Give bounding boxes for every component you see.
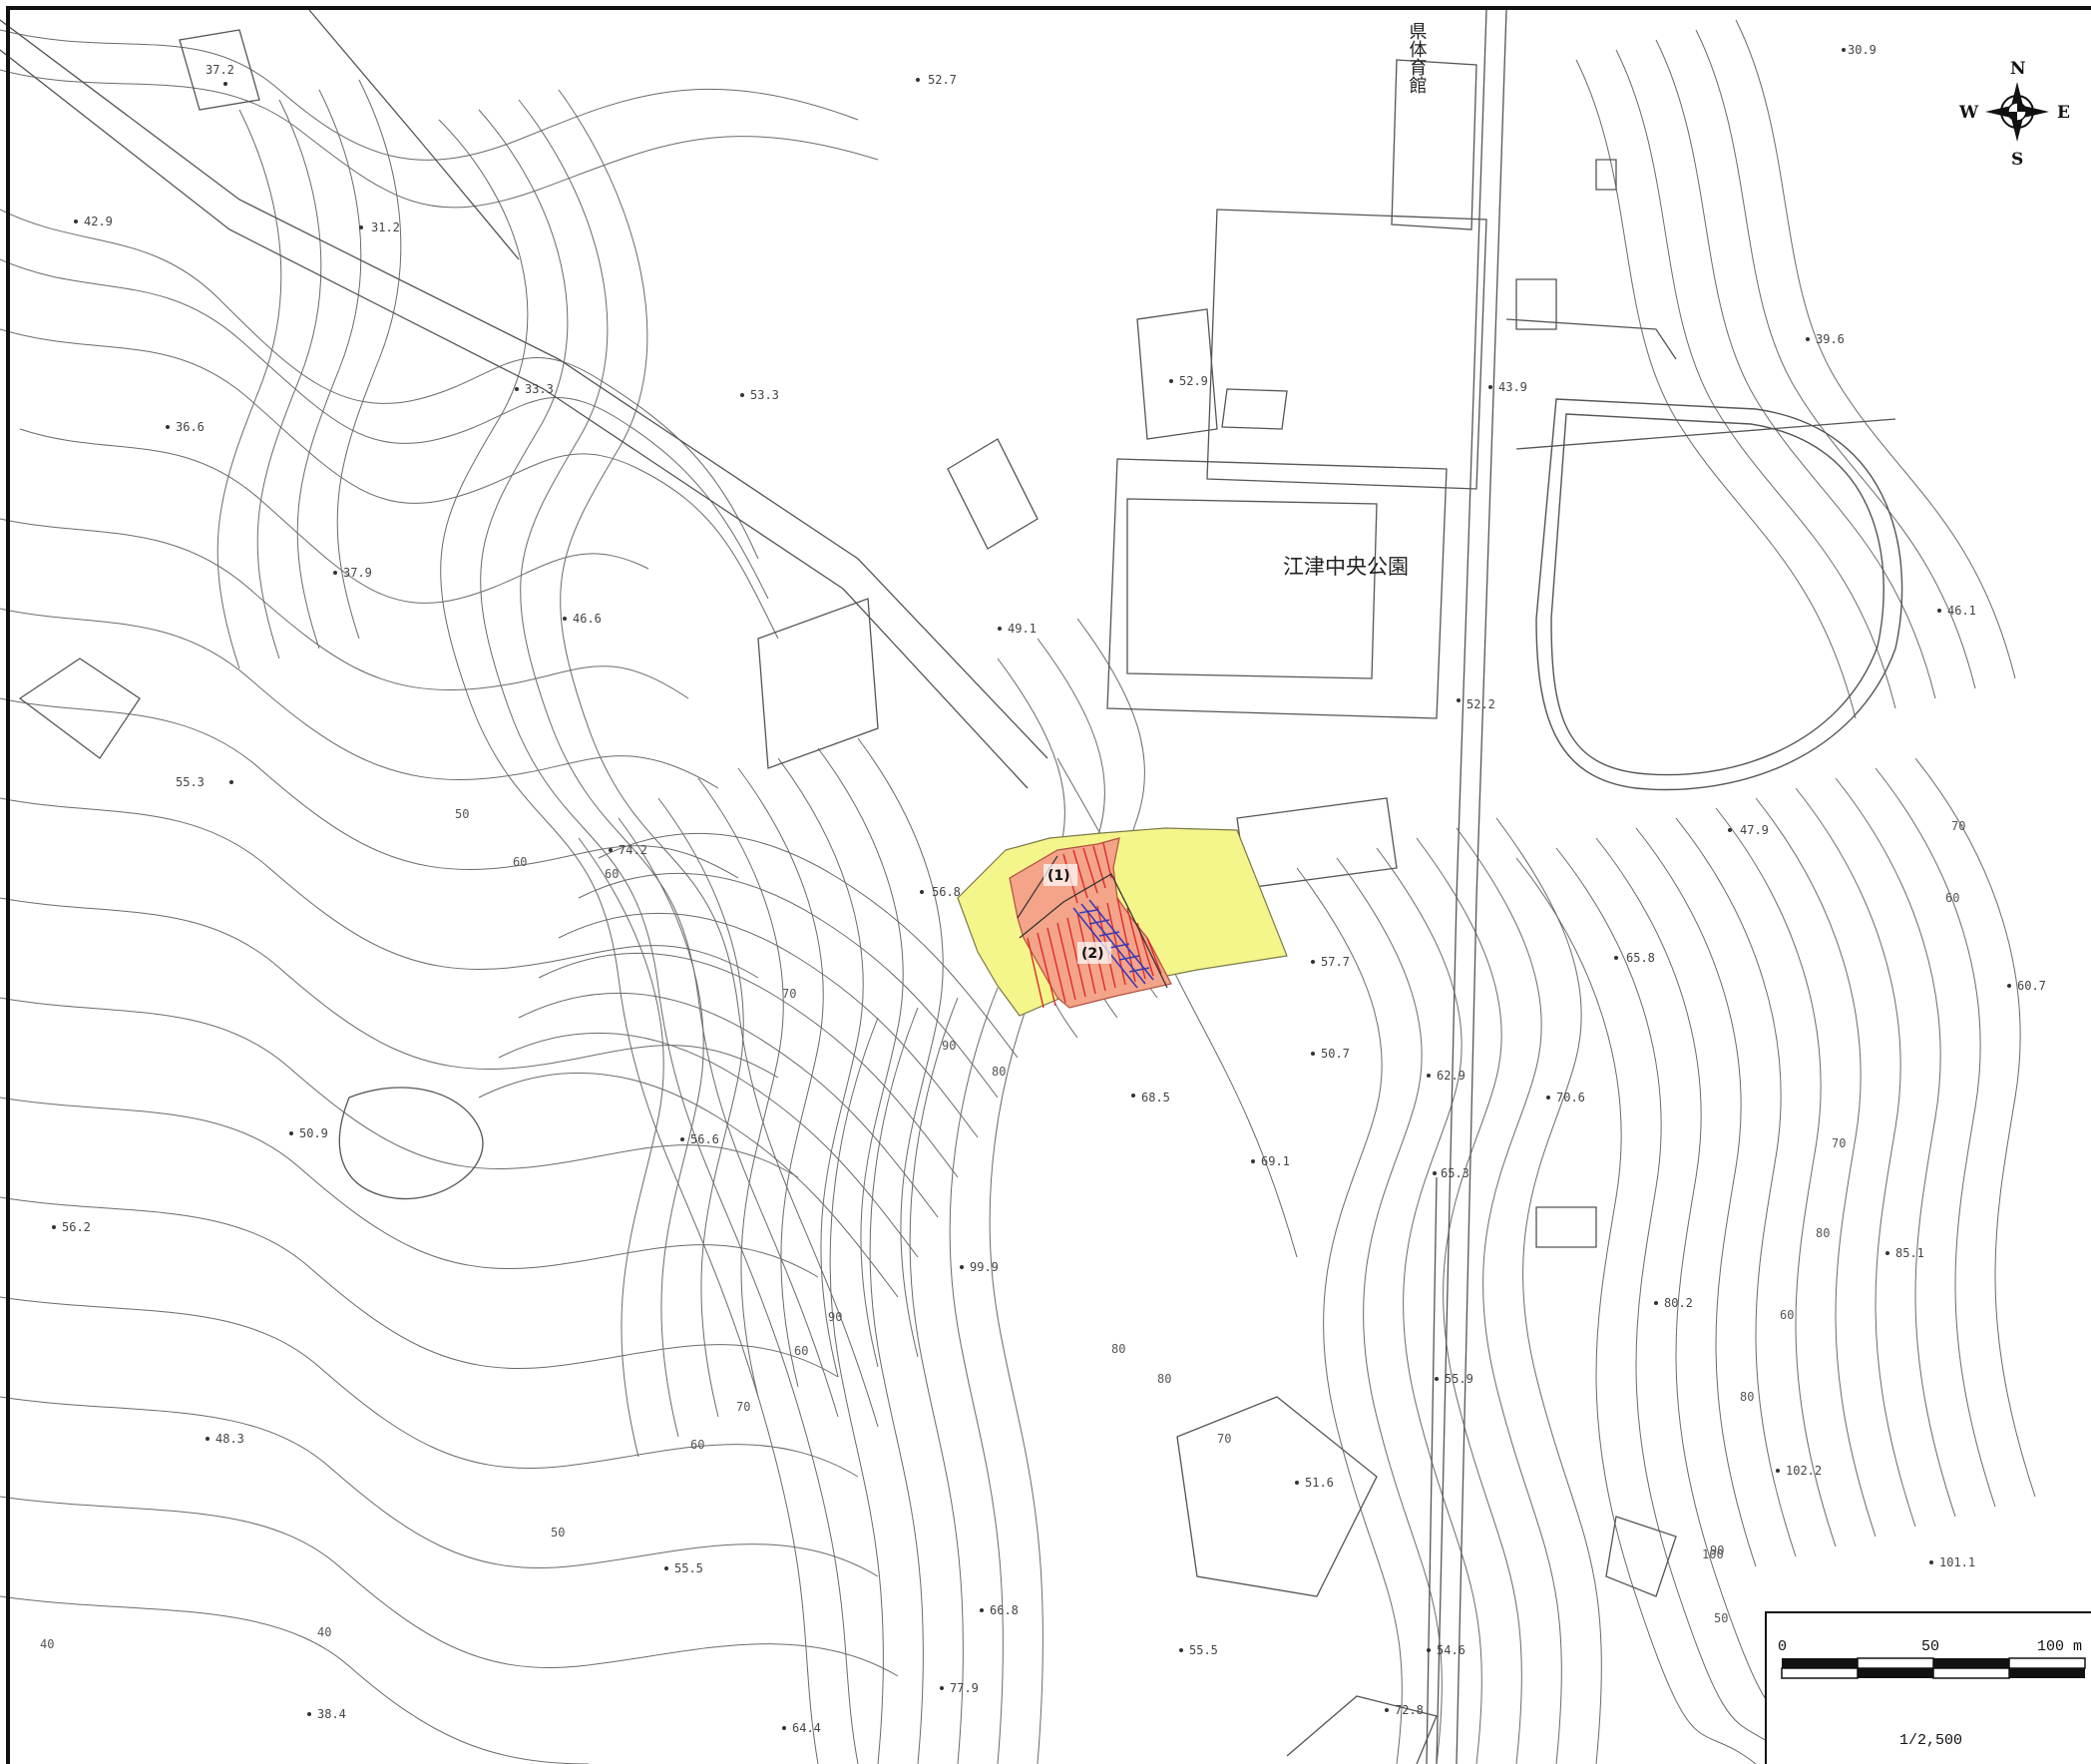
contour-label: 70 (736, 1400, 750, 1414)
spot-height: 31.2 (371, 220, 400, 234)
spot-height: 62.9 (1437, 1069, 1465, 1083)
spot-height: 101.1 (1939, 1555, 1975, 1569)
contour-label: 70 (1951, 819, 1965, 833)
spot-height: 77.9 (950, 1681, 979, 1695)
contour-label: 50 (1714, 1611, 1728, 1625)
spot-height: 52.2 (1466, 697, 1495, 711)
spot-height: 74.2 (619, 843, 647, 857)
spot-height: 85.1 (1895, 1246, 1924, 1260)
contour-label: 80 (1111, 1342, 1125, 1356)
spot-height: 30.9 (1848, 43, 1877, 57)
zone-label-box-2 (1077, 942, 1111, 964)
contour-label: 60 (605, 867, 619, 881)
spot-height: 72.8 (1395, 1703, 1424, 1717)
contour-label: 40 (317, 1625, 331, 1639)
contour-label: 60 (1945, 891, 1959, 905)
scale-tick-50: 50 (1921, 1638, 1939, 1655)
spot-height: 99.9 (970, 1260, 999, 1274)
contour-label: 90 (1710, 1544, 1724, 1557)
spot-height: 69.1 (1261, 1154, 1290, 1168)
map-structures (0, 9, 1896, 1764)
compass-rose: N S W E (1958, 59, 2070, 170)
spot-heights: 37.2 42.9 31.2 33.3 36.6 52.7 53.3 37.9 … (52, 43, 2046, 1735)
scale-bar: 0 50 100 m 1/2,500 (1765, 1611, 2091, 1764)
contour-label: 50 (551, 1526, 565, 1540)
spot-height: 37.9 (343, 566, 372, 580)
contour-label: 60 (513, 855, 527, 869)
spot-height: 65.3 (1441, 1166, 1469, 1180)
stadium-track (1535, 398, 1903, 791)
contour-label: 80 (1816, 1226, 1830, 1240)
spot-height: 53.3 (750, 388, 779, 402)
map-frame (6, 6, 2091, 1764)
spot-height: 55.5 (674, 1561, 703, 1575)
contour-lines (0, 19, 2036, 1764)
spot-height: 56.8 (932, 885, 961, 899)
spot-height: 55.9 (1445, 1372, 1473, 1386)
contour-label: 60 (1780, 1308, 1794, 1322)
spot-height: 70.6 (1556, 1091, 1585, 1104)
spot-height: 39.6 (1816, 332, 1845, 346)
park-name-label: 江津中央公園 (1283, 555, 1409, 579)
spot-height: 80.2 (1664, 1296, 1693, 1310)
zone-label-1: (1) (1047, 868, 1070, 884)
spot-height: 102.2 (1786, 1464, 1822, 1478)
spot-height: 50.7 (1321, 1047, 1350, 1061)
compass-north: N (2010, 59, 2026, 79)
spot-height: 55.5 (1189, 1643, 1218, 1657)
spot-height: 56.6 (690, 1132, 719, 1146)
spot-height: 49.1 (1008, 622, 1037, 636)
contour-label: 60 (794, 1344, 808, 1358)
spot-height: 65.8 (1626, 951, 1655, 965)
spot-height: 56.2 (62, 1220, 91, 1234)
contour-label: 100 (1702, 1547, 1724, 1561)
spot-height: 42.9 (84, 215, 113, 228)
contour-label: 70 (1832, 1136, 1846, 1150)
scale-tick-0: 0 (1778, 1638, 1787, 1655)
spot-height: 51.6 (1305, 1476, 1334, 1490)
spot-height: 50.9 (299, 1126, 328, 1140)
spot-height: 47.9 (1740, 823, 1769, 837)
contour-label: 80 (1740, 1390, 1754, 1404)
scale-tick-100: 100 m (2037, 1638, 2082, 1655)
zone-label-box-1 (1044, 864, 1077, 886)
spot-height: 48.3 (215, 1432, 244, 1446)
zone-label-2: (2) (1081, 946, 1104, 962)
contour-label: 80 (1157, 1372, 1171, 1386)
spot-height: 52.9 (1179, 374, 1208, 388)
contour-label: 50 (455, 807, 469, 821)
contour-labels: 50 60 70 60 90 80 90 60 70 80 60 80 70 7… (40, 807, 1965, 1651)
contour-label: 60 (690, 1438, 704, 1452)
spot-height: 54.6 (1437, 1643, 1465, 1657)
contour-label: 70 (1217, 1432, 1231, 1446)
spot-height: 66.8 (990, 1603, 1019, 1617)
building-label: 県体育館 (1407, 22, 1428, 94)
scale-ratio: 1/2,500 (1899, 1732, 1962, 1749)
spot-height: 60.7 (2017, 979, 2046, 993)
spot-height: 68.5 (1141, 1091, 1170, 1104)
spot-height: 52.7 (928, 73, 957, 87)
contour-label: 90 (942, 1039, 956, 1053)
spot-height: 43.9 (1498, 380, 1527, 394)
contour-label: 70 (782, 987, 796, 1001)
spot-height: 64.4 (792, 1721, 821, 1735)
compass-south: S (2011, 150, 2023, 170)
compass-east: E (2057, 103, 2070, 123)
spot-height: 37.2 (206, 63, 234, 77)
contour-label: 40 (40, 1637, 54, 1651)
spot-height: 38.4 (317, 1707, 346, 1721)
hazard-zones: (1) (2) (957, 827, 1288, 1017)
spot-height: 55.3 (176, 775, 205, 789)
spot-height: 46.1 (1947, 604, 1976, 618)
spot-height: 57.7 (1321, 955, 1350, 969)
compass-west: W (1958, 103, 1979, 123)
spot-height: 46.6 (573, 612, 602, 626)
spot-height: 36.6 (176, 420, 205, 434)
contour-label: 90 (828, 1310, 842, 1324)
spot-height: 33.3 (525, 382, 554, 396)
contour-label: 80 (992, 1065, 1006, 1079)
